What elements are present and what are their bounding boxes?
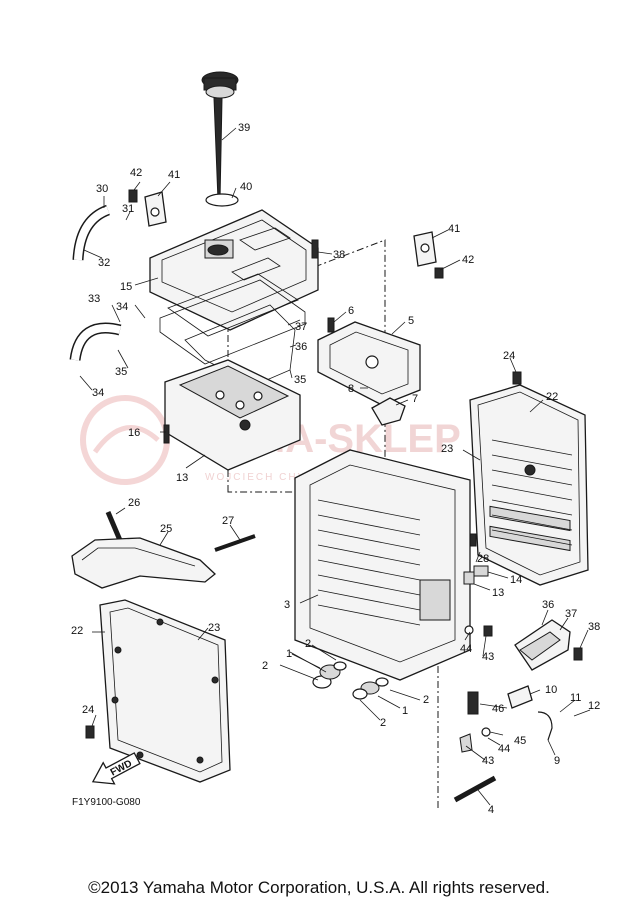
dipstick-assembly (201, 71, 239, 207)
callout-14: 14 (510, 574, 522, 586)
callout-1-right: 1 (402, 705, 408, 717)
callout-8: 8 (348, 383, 354, 395)
callout-35: 32 (98, 257, 110, 269)
callout-11: 11 (570, 692, 581, 704)
callout-12: 12 (588, 700, 600, 712)
callout-23: 40 (240, 181, 252, 193)
side-cover-left (99, 599, 231, 783)
callout-15: 15 (120, 281, 132, 293)
callout-45: 44 (498, 743, 510, 755)
callout-26-right: 22 (546, 391, 558, 403)
callout-24-right: 41 (448, 223, 460, 235)
callout-21: 38 (333, 249, 345, 261)
callout-42: 43 (482, 651, 494, 663)
oil-tank-lower (164, 359, 301, 471)
callout-28-left: 24 (82, 704, 94, 716)
callout-26-left: 22 (71, 625, 83, 637)
callout-31: 27 (222, 515, 234, 527)
callout-46: 45 (514, 735, 526, 747)
callout-6: 6 (348, 305, 354, 317)
callout-43: 44 (460, 643, 472, 655)
drawing-code: F1Y9100-G080 (72, 797, 141, 808)
callout-2-top: 2 (305, 638, 311, 650)
callout-38: 35 (115, 366, 127, 378)
callout-9: 9 (554, 755, 560, 767)
side-cover-right (469, 384, 589, 586)
callout-41: 38 (588, 621, 600, 633)
callout-24-left: 41 (168, 169, 180, 181)
copyright-notice: ©2013 Yamaha Motor Corporation, U.S.A. A… (88, 878, 550, 897)
callout-27-left: 23 (208, 622, 220, 634)
leader-lines (79, 127, 591, 806)
callout-3: 3 (284, 599, 290, 611)
callout-25-right: 42 (462, 254, 474, 266)
callout-29: 25 (160, 523, 172, 535)
main-body (294, 449, 471, 681)
callout-16: 13 (176, 472, 188, 484)
oil-tank-cover (149, 209, 319, 331)
callout-18: 16 (128, 427, 140, 439)
gasket-20 (167, 273, 299, 337)
callout-13: 13 (492, 587, 504, 599)
o-ring-23 (205, 193, 239, 207)
gasket-19 (159, 279, 306, 365)
callout-27-right: 23 (441, 443, 453, 455)
callout-2-bottom: 2 (380, 717, 386, 729)
callout-2-right: 2 (423, 694, 429, 706)
callout-1-left: 1 (286, 648, 292, 660)
fwd-label: FWD (109, 758, 134, 778)
watermark-sub: WOJCIECH CHYDZ DEALER (205, 472, 380, 483)
callout-39: 36 (542, 599, 554, 611)
callout-33: 30 (96, 183, 108, 195)
callout-36: 33 (88, 293, 100, 305)
callout-25-left: 42 (130, 167, 142, 179)
fittings (312, 661, 389, 700)
callout-47: 46 (492, 703, 504, 715)
callout-22: 39 (238, 122, 250, 134)
callout-7: 7 (412, 393, 418, 405)
callouts: 39 40 41 42 30 31 32 15 38 37 36 35 33 3… (71, 122, 600, 816)
callout-30: 26 (128, 497, 140, 509)
callout-5: 5 (408, 315, 414, 327)
callout-4: 4 (488, 804, 494, 816)
callout-32: 28 (477, 553, 489, 565)
right-small-parts (459, 565, 571, 753)
callout-34: 31 (122, 203, 134, 215)
arm-29 (71, 537, 216, 589)
callout-19: 36 (295, 341, 307, 353)
callout-37-top: 34 (116, 301, 128, 313)
callout-37-bottom: 34 (92, 387, 104, 399)
callout-17: 35 (294, 374, 306, 386)
callout-44: 43 (482, 755, 494, 767)
callout-10: 10 (545, 684, 557, 696)
callout-20: 37 (295, 321, 307, 333)
callout-2-left: 2 (262, 660, 268, 672)
callout-40: 37 (565, 608, 577, 620)
fwd-arrow: FWD (91, 752, 141, 785)
callout-28-right: 24 (503, 350, 515, 362)
